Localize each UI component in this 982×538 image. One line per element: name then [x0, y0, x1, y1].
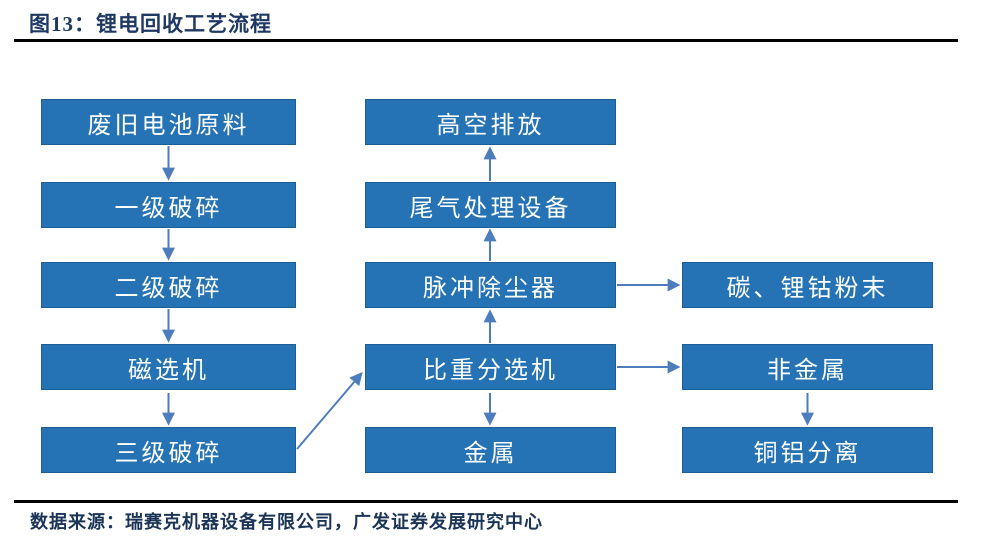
node-high-altitude-discharge: 高空排放 [365, 99, 616, 145]
node-tail-gas-treatment-equipment: 尾气处理设备 [365, 182, 616, 228]
node-third-stage-crushing: 三级破碎 [41, 427, 296, 473]
node-carbon-lithium-cobalt-powder: 碳、锂钴粉末 [682, 262, 933, 308]
source-divider-rule [14, 500, 958, 503]
title-divider-rule [14, 39, 958, 42]
node-first-stage-crushing: 一级破碎 [41, 182, 296, 228]
node-pulse-dust-collector: 脉冲除尘器 [365, 262, 616, 308]
node-copper-aluminum-separation: 铜铝分离 [682, 427, 933, 473]
node-non-metal: 非金属 [682, 344, 933, 390]
node-metal: 金属 [365, 427, 616, 473]
node-magnetic-separator: 磁选机 [41, 344, 296, 390]
node-waste-battery-material: 废旧电池原料 [41, 99, 296, 145]
arrow-crush3-to-gravity [296, 372, 363, 450]
data-source-text: 数据来源：瑞赛克机器设备有限公司，广发证券发展研究中心 [30, 512, 543, 532]
figure-title: 图13：锂电回收工艺流程 [29, 12, 272, 36]
node-gravity-separator: 比重分选机 [365, 344, 616, 390]
node-second-stage-crushing: 二级破碎 [41, 262, 296, 308]
